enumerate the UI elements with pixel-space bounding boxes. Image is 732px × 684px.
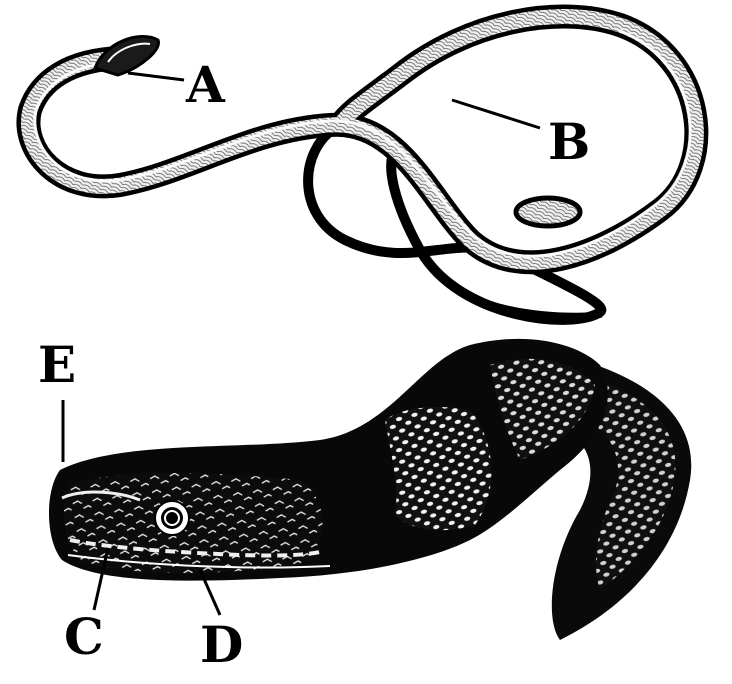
label-e: E xyxy=(38,340,76,390)
snake-body-bulge xyxy=(516,198,580,226)
slender-snake xyxy=(28,17,696,320)
label-c: C xyxy=(64,612,104,662)
closeup-collar-band xyxy=(385,407,491,530)
label-d: D xyxy=(200,620,243,670)
label-b: B xyxy=(548,117,590,167)
pointer-line-a xyxy=(128,73,184,80)
pointer-line-b xyxy=(452,100,540,128)
label-a: A xyxy=(186,60,225,110)
closeup-head-scales xyxy=(64,473,322,573)
snake-head-closeup xyxy=(49,339,691,640)
snake-head xyxy=(95,36,158,75)
